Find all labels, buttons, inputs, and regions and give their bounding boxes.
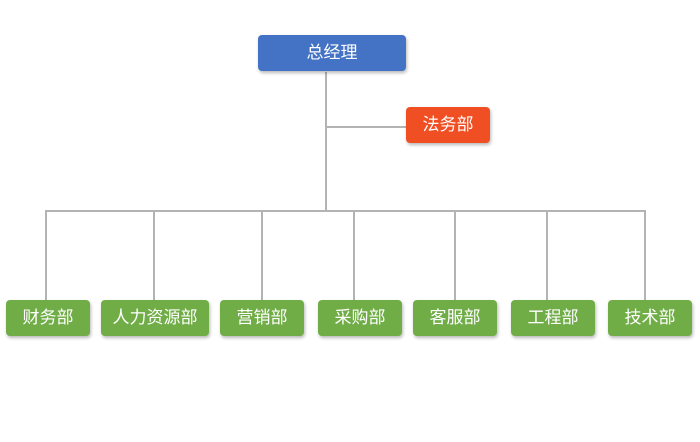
department-node-marketing: 营销部 <box>220 300 304 336</box>
legal-department-node: 法务部 <box>406 107 490 143</box>
connector-dept-1 <box>45 210 47 300</box>
connector-dept-4 <box>353 210 355 300</box>
ceo-node: 总经理 <box>258 35 406 71</box>
connector-dept-5 <box>454 210 456 300</box>
department-node-finance: 财务部 <box>6 300 90 336</box>
connector-dept-2 <box>153 210 155 300</box>
department-node-hr: 人力资源部 <box>101 300 209 336</box>
connector-dept-3 <box>261 210 263 300</box>
connector-horizontal-bus <box>45 210 646 212</box>
department-node-technology: 技术部 <box>608 300 692 336</box>
department-node-customer-service: 客服部 <box>413 300 497 336</box>
connector-legal-branch <box>326 126 406 128</box>
connector-dept-7 <box>644 210 646 300</box>
department-node-engineering: 工程部 <box>511 300 595 336</box>
connector-dept-6 <box>546 210 548 300</box>
department-node-purchasing: 采购部 <box>318 300 402 336</box>
connector-ceo-trunk <box>325 72 327 212</box>
